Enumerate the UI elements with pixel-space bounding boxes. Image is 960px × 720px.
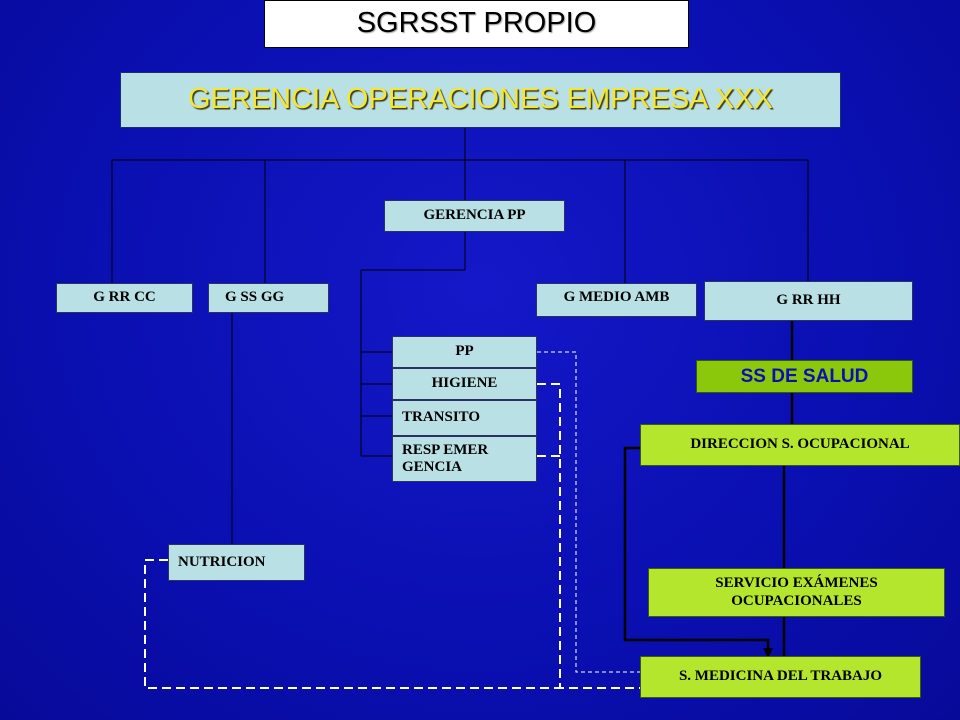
servicio-examenes-line2: OCUPACIONALES <box>731 592 862 609</box>
diagram-title: SGRSST PROPIO <box>264 0 689 48</box>
g-rr-cc-box: G RR CC <box>56 283 193 313</box>
pp-box: PP <box>392 336 537 368</box>
higiene-box: HIGIENE <box>392 368 537 400</box>
resp-emergencia-line1: RESP EMER <box>402 441 489 458</box>
g-medio-amb-box: G MEDIO AMB <box>536 283 697 317</box>
g-rr-hh-box: G RR HH <box>704 281 913 321</box>
servicio-examenes-box: SERVICIO EXÁMENES OCUPACIONALES <box>648 568 945 617</box>
resp-emergencia-line2: GENCIA <box>402 459 463 475</box>
resp-emergencia-box: RESP EMER GENCIA <box>392 436 537 482</box>
gerencia-pp-box: GERENCIA PP <box>384 200 565 232</box>
ss-de-salud-box: SS DE SALUD <box>696 360 913 393</box>
transito-box: TRANSITO <box>392 400 537 436</box>
servicio-examenes-line1: SERVICIO EXÁMENES <box>715 575 878 592</box>
nutricion-box: NUTRICION <box>168 544 305 581</box>
g-ss-gg-box: G SS GG <box>208 283 329 313</box>
gerencia-operaciones-box: GERENCIA OPERACIONES EMPRESA XXX <box>120 72 841 128</box>
direccion-ocupacional-box: DIRECCION S. OCUPACIONAL <box>640 424 960 466</box>
medicina-trabajo-box: S. MEDICINA DEL TRABAJO <box>640 656 921 698</box>
